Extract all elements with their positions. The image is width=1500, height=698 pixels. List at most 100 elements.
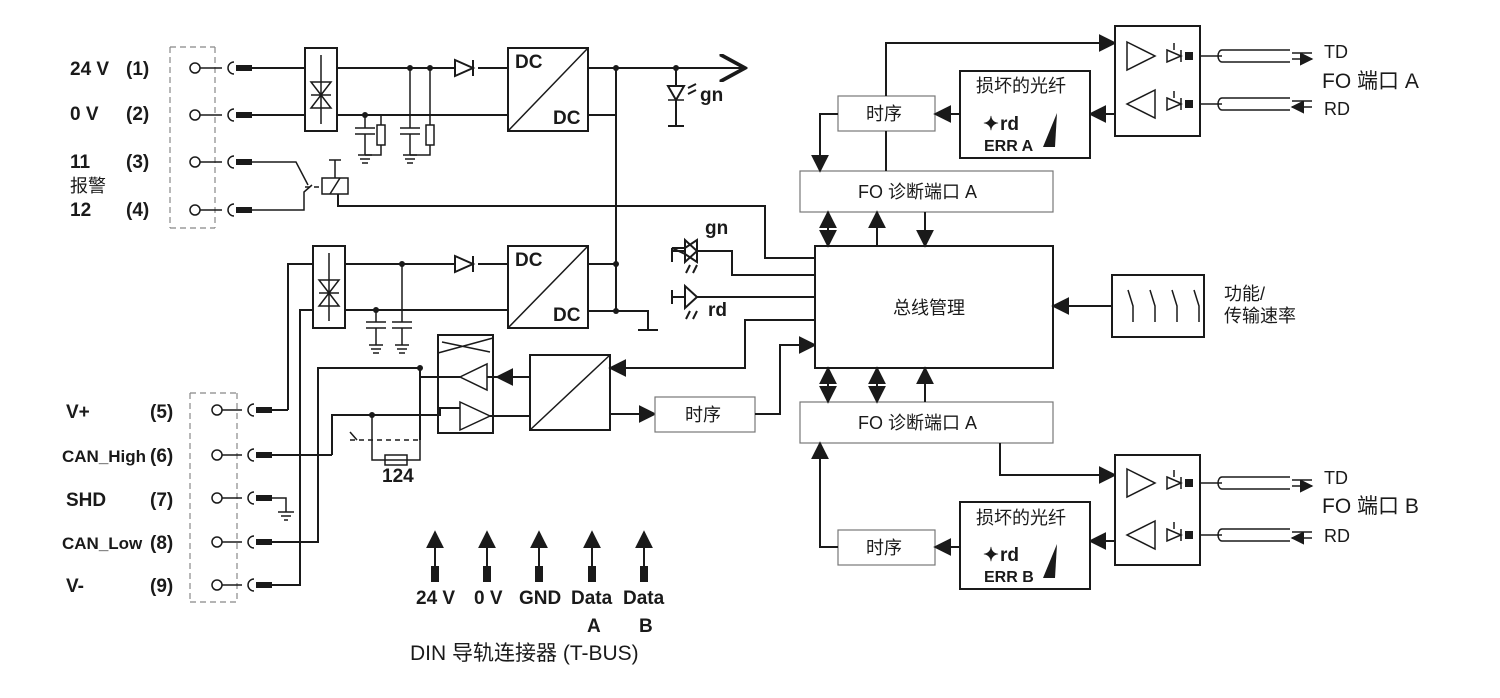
tbus-connector: 24 V 0 V GND Data A Data B DIN 导轨连接器 (T-…	[410, 530, 665, 665]
terminal-2-number: (2)	[126, 104, 149, 125]
fo-b-rx-diode	[1166, 522, 1183, 543]
td-a-label: TD	[1324, 42, 1348, 62]
terminal-8-number: (8)	[150, 533, 173, 554]
fiber-rd-b	[1217, 528, 1290, 542]
termination-resistor	[384, 454, 408, 466]
terminal-11-label: 11	[70, 152, 91, 173]
screw-terminal-8	[211, 535, 272, 549]
alarm-label: 报警	[70, 176, 106, 196]
err-a-bargraph	[1043, 113, 1057, 147]
bus-management-label: 总线管理	[893, 298, 965, 318]
screw-terminal-9	[211, 578, 272, 592]
tbus-gnd-label: GND	[519, 588, 561, 609]
err-b-label: ERR B	[984, 569, 1034, 586]
terminal-5-number: (5)	[150, 402, 173, 423]
screw-terminal-2	[189, 108, 252, 122]
terminal-24v-label: 24 V	[70, 59, 109, 80]
led-rd-b-label: rd	[1000, 545, 1019, 566]
led-gn-status-label: gn	[705, 218, 728, 239]
series-diode	[454, 58, 476, 78]
timing-block-b-label: 时序	[866, 538, 902, 558]
dcdc-1-in-label: DC	[515, 52, 543, 73]
screw-terminal-3	[189, 155, 252, 169]
alarm-relay	[252, 159, 815, 259]
tbus-0v-label: 0 V	[474, 588, 503, 609]
can-low-wire	[312, 367, 460, 543]
dip-switch-contacts	[1127, 289, 1200, 322]
terminal-block-top-outline	[169, 46, 216, 229]
led-rd-status	[684, 283, 699, 311]
fo-port-a-label: FO 端口 A	[1322, 70, 1419, 93]
err-b-bargraph	[1043, 544, 1057, 578]
terminal-6-number: (6)	[150, 446, 173, 467]
resistor-1-wire	[365, 115, 382, 156]
terminal-labels-bottom: V+ (5) CAN_High (6) SHD (7) CAN_Low (8) …	[62, 402, 173, 597]
relay-drive-wire	[337, 194, 815, 259]
led-gn-label: gn	[700, 85, 723, 106]
function-label: 功能/	[1224, 284, 1265, 304]
tbus-24v-label: 24 V	[416, 588, 455, 609]
timing-block-a-label: 时序	[866, 104, 902, 124]
fo-transceiver-a	[1114, 25, 1201, 137]
dip-switch-block	[1111, 274, 1205, 338]
fo-diag-port-a-bottom	[799, 401, 1054, 444]
screw-terminal-7	[211, 491, 272, 505]
tbus-data-a-label: Data	[571, 588, 613, 609]
terminal-3-number: (3)	[126, 152, 149, 173]
dcdc-2-out-label: DC	[553, 305, 581, 326]
screw-terminal-1	[189, 61, 252, 75]
screw-terminals-top	[189, 61, 252, 217]
tbus-pin-0v: 0 V	[474, 530, 503, 609]
err-b-rd-icon: ✦	[983, 545, 999, 566]
power-supply-1: DC DC gn	[252, 47, 745, 311]
err-a-rd-label: ✦	[983, 114, 999, 135]
led-rd-a-label: rd	[1000, 114, 1019, 135]
fo-b-rx-amp	[1125, 519, 1156, 551]
bottom-power-wires	[272, 409, 301, 586]
can-high-wire	[331, 407, 460, 455]
fiber-rd-a	[1217, 97, 1290, 111]
fiber-td-b	[1217, 476, 1290, 490]
terminal-shd-label: SHD	[66, 490, 106, 511]
resistor-2	[425, 124, 435, 146]
dcdc-2-in-label: DC	[515, 250, 543, 271]
terminal-labels-top: 24 V (1) 0 V (2) 11 (3) 报警 12 (4)	[70, 59, 149, 221]
broken-fiber-b-label: 损坏的光纤	[976, 508, 1066, 528]
terminal-vplus-label: V+	[66, 402, 90, 423]
fo-diag-port-a-top-label: FO 诊断端口 A	[858, 182, 977, 202]
dcdc-1-out-label: DC	[553, 108, 581, 129]
terminal-12-label: 12	[70, 200, 91, 221]
fiber-td-a	[1217, 49, 1290, 63]
tvs-diode-symbol	[309, 55, 333, 124]
led-rd-status-label: rd	[708, 300, 727, 321]
supply-input-wires	[252, 67, 305, 116]
status-leds: gn rd	[671, 218, 815, 321]
led-gn-rays	[687, 83, 697, 95]
dcdc-converter-1-diagonal	[507, 47, 589, 132]
fo-a-tx-amp	[1126, 40, 1157, 72]
tx-path-a	[885, 34, 1117, 96]
fo-a-rx-diode	[1166, 91, 1183, 112]
fo-diag-port-a-bottom-label: FO 诊断端口 A	[858, 413, 977, 433]
power-supply-2: DC DC	[287, 245, 658, 455]
fo-a-tx-diode	[1166, 43, 1183, 64]
transmission-rate-label: 传输速率	[1224, 306, 1296, 326]
err-a-label: ERR A	[984, 138, 1034, 155]
fo-port-b-label: FO 端口 B	[1322, 495, 1419, 518]
tbus-data-a-sub: A	[587, 616, 601, 637]
timing-block-b	[837, 529, 936, 566]
rd-a-label: RD	[1324, 99, 1350, 119]
fo-a-rx-amp	[1125, 88, 1156, 120]
tbus-data-b-label: Data	[623, 588, 665, 609]
rd-b-label: RD	[1324, 526, 1350, 546]
timing-to-bus-arrow	[755, 336, 817, 415]
tbus-pin-data-b: Data B	[623, 530, 665, 637]
broken-fiber-block-a	[959, 70, 1091, 159]
fo-b-tx-diode	[1166, 470, 1183, 491]
relay-contact	[252, 161, 313, 211]
can-transceiver: 124	[272, 334, 530, 543]
supply-rails	[337, 67, 508, 116]
terminal-vminus-label: V-	[66, 576, 84, 597]
led-gn-status-wire	[672, 250, 815, 276]
